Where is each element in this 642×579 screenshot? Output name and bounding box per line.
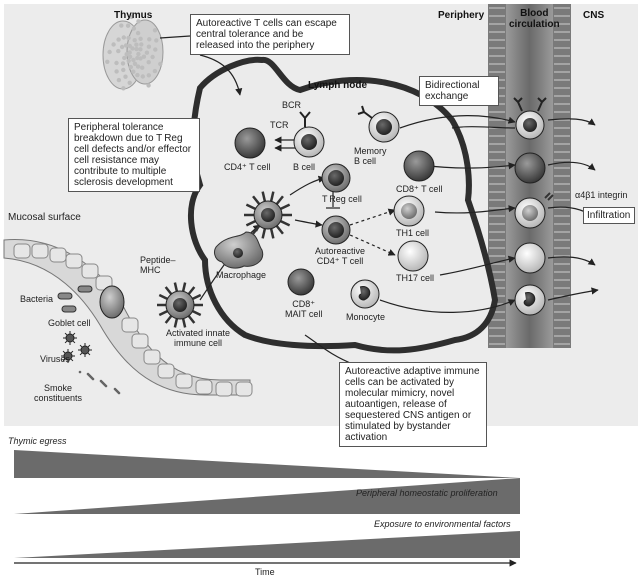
bcr-label: BCR [282,100,301,110]
periphery-header: Periphery [438,10,484,21]
proliferation-label: Peripheral homeostatic proliferation [356,488,498,498]
b-cell-label: B cell [293,162,315,172]
goblet-cell-label: Goblet cell [48,318,91,328]
cd4-t-cell-label: CD4⁺ T cell [224,162,270,172]
bidirectional-box: Bidirectional exchange [419,76,499,106]
bacteria-label: Bacteria [20,294,53,304]
autoreactive-cd4-label: Autoreactive CD4⁺ T cell [315,246,365,266]
cns-header: CNS [583,10,604,21]
cd8-t-cell [404,151,434,181]
th1-cell-label: TH1 cell [396,228,429,238]
cd4-t-cell [235,128,265,158]
macrophage-label: Macrophage [216,270,266,280]
autoreactive-cd4-t-cell [322,216,350,244]
cd8-mait-cell [288,269,314,295]
activated-innate-label: Activated innate immune cell [166,328,230,348]
treg-cell-label: T Reg cell [322,194,362,204]
cd8-t-cell-label: CD8⁺ T cell [396,184,442,194]
mucosal-surface-label: Mucosal surface [8,213,81,223]
activation-box: Autoreactive adaptive immune cells can b… [339,362,487,447]
thymus-organ [103,15,163,91]
memory-b-cell-label: Memory B cell [354,146,387,166]
lymph-node-label: Lymph node [308,80,367,91]
smoke-label: Smoke constituents [34,383,82,403]
blood-circulation-header: Blood circulation [509,8,560,30]
goblet-cell [100,286,124,318]
cd8-mait-label: CD8⁺ MAIT cell [285,299,322,319]
environment-label: Exposure to environmental factors [374,519,511,529]
infiltration-box: Infiltration [583,207,635,224]
monocyte-cell [351,280,379,308]
treg-cell [322,164,350,192]
peripheral-tolerance-box: Peripheral tolerance breakdown due to T … [68,118,200,192]
integrin-label: α4β1 integrin [575,190,627,200]
monocyte-label: Monocyte [346,312,385,322]
thymus-label: Thymus [114,10,152,21]
central-tolerance-box: Autoreactive T cells can escape central … [190,14,350,55]
viruses-label: Viruses [40,354,70,364]
thymic-egress-label: Thymic egress [8,436,67,446]
time-axis-label: Time [255,567,275,577]
th1-cell [394,196,424,226]
peptide-mhc-label: Peptide– MHC [140,255,176,275]
tcr-label: TCR [270,120,289,130]
th17-cell-label: TH17 cell [396,273,434,283]
th17-cell [398,241,428,271]
